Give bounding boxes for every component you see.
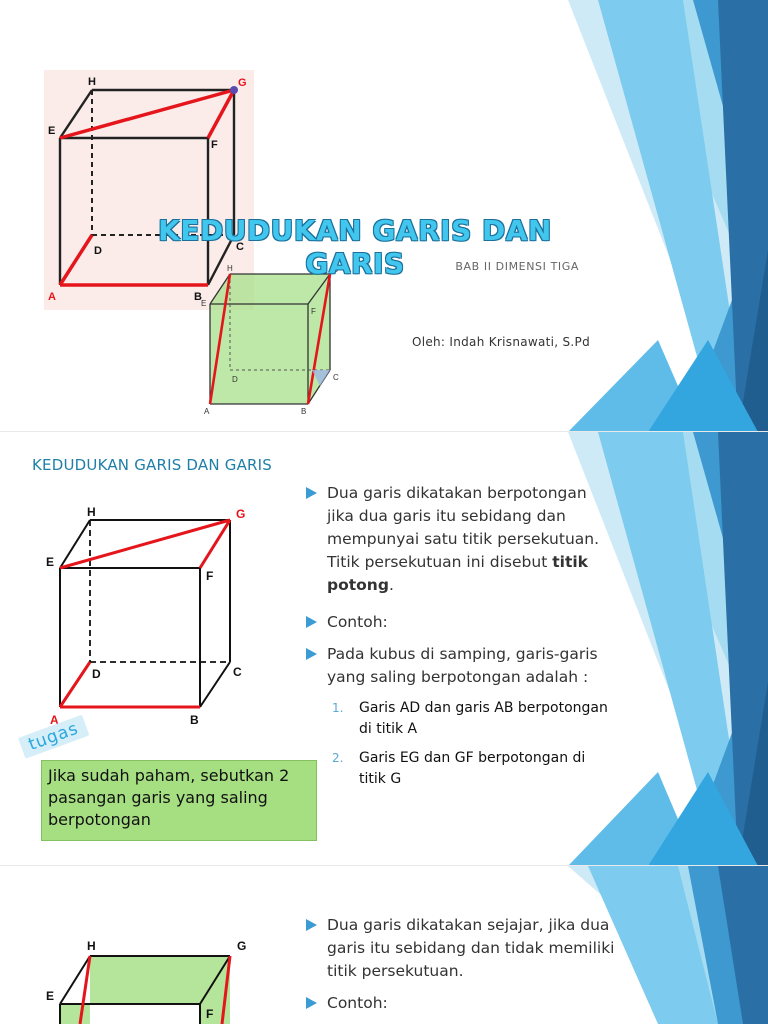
label-b-small: B <box>301 407 306 416</box>
bullet-arrow-icon <box>306 487 317 499</box>
shaded-plane <box>60 956 230 1024</box>
bullet-arrow-icon <box>306 648 317 660</box>
task-box: Jika sudah paham, sebutkan 2 pasangan ga… <box>41 760 317 841</box>
numbered-item: 2. Garis EG dan GF berpotongan di titik … <box>306 748 616 790</box>
label-d-small: D <box>232 375 238 384</box>
bullet-bold-term: titik potong <box>327 553 588 594</box>
author-credit: Oleh: Indah Krisnawati, S.Pd <box>411 335 590 349</box>
label-h-small: H <box>227 264 233 273</box>
bullet-list: Dua garis dikatakan sejajar, jika dua ga… <box>306 914 616 1024</box>
line-h-down <box>78 955 92 1024</box>
line-ad <box>58 234 94 286</box>
slide-subtitle: BAB II DIMENSI TIGA <box>455 260 579 273</box>
label-g: G <box>238 77 247 89</box>
bullet-item: Contoh: <box>306 992 616 1015</box>
bullet-item: Dua garis dikatakan sejajar, jika dua ga… <box>306 914 616 983</box>
line-g-down <box>220 955 232 1024</box>
cube-diagram: H G E F D C A B <box>46 505 245 727</box>
label-g: G <box>236 507 245 521</box>
label-b: B <box>194 291 202 303</box>
bullet-arrow-icon <box>306 997 317 1009</box>
label-h: H <box>88 76 96 88</box>
line-eg <box>59 518 231 570</box>
slide-heading: KEDUDUKAN GARIS DAN GARIS <box>32 456 273 474</box>
cube-diagram: H G E F <box>46 939 246 1024</box>
bullet-item: Dua garis dikatakan berpotongan jika dua… <box>306 482 616 597</box>
edge-bc <box>206 234 236 286</box>
label-f: F <box>206 569 213 583</box>
label-c: C <box>233 665 242 679</box>
content-slide-parallel: H G E F Dua garis dikatakan sejajar, jik… <box>0 866 768 1024</box>
slide-decoration <box>568 866 768 1024</box>
numbered-list: 1. Garis AD dan garis AB berpotongan di … <box>306 698 616 790</box>
content-slide-intersecting: KEDUDUKAN GARIS DAN GARIS H G E F D C A <box>0 432 768 866</box>
bullet-text: Pada kubus di samping, garis-garis yang … <box>327 645 598 686</box>
label-a: A <box>50 713 59 727</box>
label-h: H <box>87 939 96 953</box>
line-fg <box>206 89 236 139</box>
bullet-arrow-icon <box>306 616 317 628</box>
label-e: E <box>46 555 54 569</box>
bullet-text: Dua garis dikatakan sejajar, jika dua ga… <box>327 916 615 980</box>
slide-title: KEDUDUKAN GARIS DAN GARIS <box>158 214 552 280</box>
edge-eh <box>59 519 91 569</box>
label-f: F <box>206 1007 213 1021</box>
label-f: F <box>211 139 218 151</box>
bullet-arrow-icon <box>306 919 317 931</box>
label-b: B <box>190 713 199 727</box>
label-c-small: C <box>333 373 339 382</box>
line-eg <box>59 88 235 140</box>
edge-eh <box>59 89 93 139</box>
item-text: Garis AD dan garis AB berpotongan di tit… <box>359 700 608 737</box>
bullet-list: Dua garis dikatakan berpotongan jika dua… <box>306 482 616 798</box>
edge-bc <box>199 661 231 708</box>
label-e-small: E <box>201 299 206 308</box>
item-text: Garis EG dan GF berpotongan di titik G <box>359 750 586 787</box>
line-ah <box>208 273 232 405</box>
bullet-item: Contoh: <box>306 611 616 634</box>
bullet-text: Dua garis dikatakan berpotongan jika dua… <box>327 484 600 571</box>
item-number: 2. <box>332 751 344 765</box>
slide-decoration <box>568 432 768 866</box>
label-e: E <box>48 125 55 137</box>
label-c: C <box>236 241 244 253</box>
numbered-item: 1. Garis AD dan garis AB berpotongan di … <box>306 698 616 740</box>
label-a: A <box>48 291 56 303</box>
line-bg <box>306 273 332 405</box>
label-d: D <box>94 245 102 257</box>
label-g: G <box>237 939 246 953</box>
line-fg <box>198 519 232 569</box>
cube-diagram-large: H G E F D A B C <box>44 70 254 310</box>
cube-diagram-small: H G E F D C A B <box>201 264 339 416</box>
label-h: H <box>87 505 96 519</box>
shaded-plane <box>210 274 330 404</box>
label-e: E <box>46 989 54 1003</box>
item-number: 1. <box>332 701 344 715</box>
title-slide: H G E F D A B C <box>0 0 768 432</box>
bullet-text: Contoh: <box>327 994 388 1012</box>
label-d: D <box>92 667 101 681</box>
bullet-text: Contoh: <box>327 613 388 631</box>
line-ad <box>58 661 92 708</box>
slide-decoration <box>568 0 768 432</box>
point-g <box>230 86 238 94</box>
label-f-small: F <box>311 307 316 316</box>
label-g-small: G <box>332 265 338 274</box>
bullet-item: Pada kubus di samping, garis-garis yang … <box>306 643 616 689</box>
label-a-small: A <box>204 407 210 416</box>
